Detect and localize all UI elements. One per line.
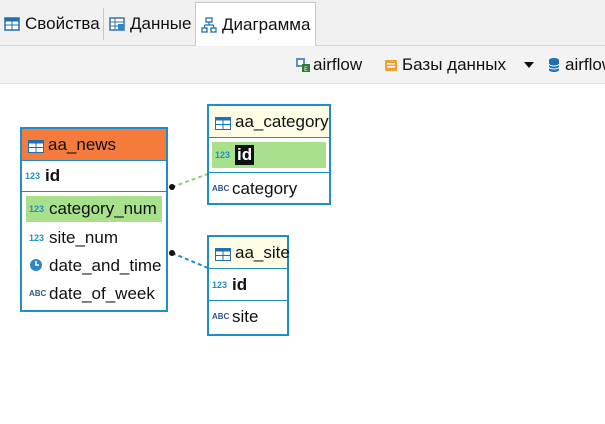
column-name: id: [232, 274, 248, 294]
editor-tab-bar: Свойства Данные Диаграмма: [0, 0, 605, 46]
column-row[interactable]: 123 category_num: [26, 196, 162, 222]
entity-header[interactable]: aa_category: [209, 106, 329, 138]
entity-header[interactable]: aa_news: [22, 129, 166, 161]
table-icon: [215, 115, 231, 130]
column-row[interactable]: ABC site: [209, 301, 287, 333]
databases-label: Базы данных: [402, 55, 507, 74]
entity-header[interactable]: aa_site: [209, 237, 290, 269]
databases-dropdown-button[interactable]: [523, 54, 535, 76]
database-selector[interactable]: Базы данных: [384, 54, 506, 76]
schema-label: airflow: [565, 55, 605, 74]
numeric-type-icon: 123: [29, 204, 45, 214]
tab-label: Диаграмма: [222, 14, 311, 34]
numeric-key-icon: 123: [212, 279, 228, 290]
link-news-site[interactable]: [171, 252, 209, 269]
text-type-icon: ABC: [212, 312, 230, 321]
link-news-category[interactable]: [171, 173, 209, 188]
tab-data[interactable]: Данные: [109, 4, 191, 44]
numeric-key-icon: 123: [215, 150, 231, 160]
chevron-down-icon: [523, 55, 535, 75]
connection-selector[interactable]: E airflow: [295, 54, 362, 76]
tab-diagram[interactable]: Диаграмма: [195, 2, 317, 46]
connection-label: airflow: [313, 55, 363, 74]
numeric-key-icon: 123: [25, 171, 41, 181]
table-icon: [28, 138, 44, 153]
tab-label: Свойства: [25, 14, 100, 33]
table-icon: [4, 16, 20, 32]
table-icon: [215, 246, 231, 261]
tab-label: Данные: [130, 14, 192, 33]
column-row-pk[interactable]: 123 id: [209, 269, 287, 301]
column-row[interactable]: ABC category: [209, 173, 329, 205]
text-type-icon: ABC: [29, 289, 47, 298]
column-name: id: [235, 145, 255, 165]
entity-title: aa_site: [235, 242, 290, 262]
connection-icon: E: [295, 57, 310, 73]
entity-title: aa_news: [48, 134, 117, 154]
column-row-pk[interactable]: 123 id: [212, 142, 326, 168]
database-icon: [547, 57, 561, 73]
databases-folder-icon: [384, 57, 398, 73]
column-name: site: [232, 307, 259, 326]
entity-aa-category[interactable]: aa_category 123 id ABC category: [207, 104, 331, 205]
column-name: date_of_week: [49, 284, 155, 303]
entity-aa-site[interactable]: aa_site 123 id ABC site: [207, 235, 290, 336]
data-grid-icon: [109, 16, 125, 32]
diagram-toolbar: E airflow Базы данных airflow: [0, 46, 605, 84]
column-row[interactable]: 123 site_num: [26, 224, 162, 252]
clock-icon: [29, 258, 47, 274]
column-name: category_num: [49, 199, 157, 218]
link-endpoint-dot: [169, 250, 175, 256]
column-name: id: [45, 166, 61, 185]
link-endpoint-dot: [169, 184, 175, 190]
text-type-icon: ABC: [212, 184, 230, 193]
column-name: site_num: [49, 228, 118, 247]
column-row-pk[interactable]: 123 id: [22, 161, 166, 191]
column-name: category: [232, 179, 298, 198]
tab-properties[interactable]: Свойства: [4, 4, 100, 44]
svg-text:E: E: [304, 66, 308, 73]
er-diagram-canvas[interactable]: aa_news 123 id 123 category_num 123 site…: [0, 85, 605, 424]
tab-separator: [103, 8, 104, 40]
entity-aa-news[interactable]: aa_news 123 id 123 category_num 123 site…: [20, 127, 168, 312]
entity-title: aa_category: [235, 111, 329, 131]
diagram-icon: [201, 16, 217, 33]
schema-selector[interactable]: airflow: [547, 54, 605, 76]
column-row[interactable]: ABC date_of_week: [26, 280, 162, 308]
column-name: date_and_time: [49, 256, 162, 275]
column-row[interactable]: date_and_time: [26, 252, 162, 280]
relation-links: [169, 173, 209, 269]
numeric-type-icon: 123: [29, 233, 45, 243]
divider: [22, 191, 166, 192]
